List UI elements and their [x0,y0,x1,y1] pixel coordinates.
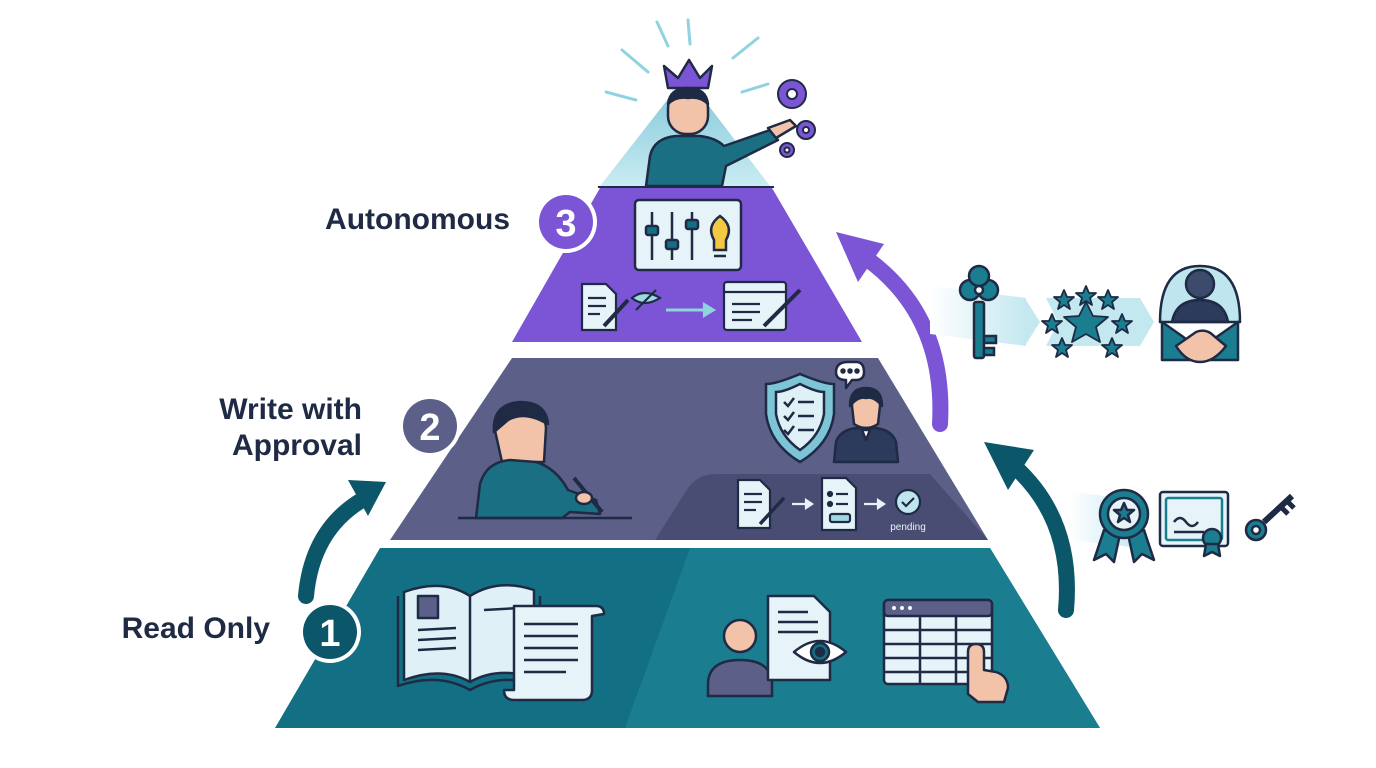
level-2-label: Write with Approval [150,392,362,464]
arrow-1-to-2 [298,480,386,604]
level-3-label: Autonomous [300,202,510,238]
level-3-badge: 3 [535,191,597,253]
certificate-icon [1158,490,1230,558]
level-3-label-text: Autonomous [325,203,510,236]
level-2-label-line-1: Write with [219,393,362,426]
level-1-label-text: Read Only [121,612,270,645]
shield-checklist-icon [764,372,836,464]
book-and-scroll-icon [396,584,606,702]
control-sliders-lightbulb-icon [633,198,743,272]
level-1-badge: 1 [299,601,361,663]
award-ribbon-icon [1092,488,1156,564]
approval-workflow-icon [736,476,922,532]
key-icon [958,264,1000,360]
arrow-base-to-2 [984,442,1075,618]
stars-icon [1041,285,1133,358]
document-edit-to-window-icon [580,280,802,332]
level-3-number: 3 [555,203,576,245]
spreadsheet-touch-icon [882,598,1010,704]
handshake-trust-icon [1158,264,1242,364]
level-2-badge: 2 [399,395,461,457]
level-1-label: Read Only [60,611,270,647]
person-writing-icon [458,400,632,520]
gears-icon [777,79,816,158]
arrow-2-to-3 [836,232,949,432]
person-viewing-document-icon [706,594,848,698]
pending-status-label: pending [890,522,926,533]
key-small-icon [1244,493,1296,542]
level-2-label-line-2: Approval [231,429,362,462]
level-1-number: 1 [319,613,340,655]
level-2-number: 2 [419,407,440,449]
leader-pointing-icon [604,18,798,188]
reviewer-person-icon [832,360,900,464]
